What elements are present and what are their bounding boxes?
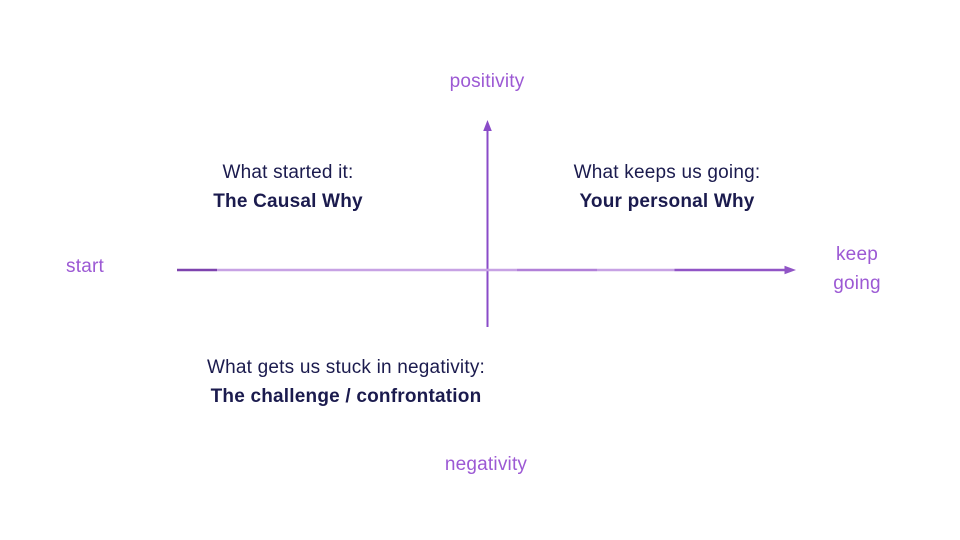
horizontal-axis (177, 265, 796, 275)
quadrant-bottom-left-answer: The challenge / confrontation (210, 386, 482, 407)
axis-label-keep-going: keep going (833, 240, 881, 298)
axis-label-keep-going-line2: going (833, 273, 881, 294)
quadrant-top-left: What started it: The Causal Why (213, 158, 363, 216)
quadrant-top-left-answer: The Causal Why (213, 191, 363, 212)
quadrant-top-left-question: What started it: (222, 162, 354, 183)
quadrant-top-right: What keeps us going: Your personal Why (574, 158, 761, 216)
quadrant-bottom-left: What gets us stuck in negativity: The ch… (207, 353, 485, 411)
vertical-axis (483, 120, 492, 327)
quadrant-bottom-left-question: What gets us stuck in negativity: (207, 357, 485, 378)
axis-label-keep-going-line1: keep (835, 244, 878, 265)
quadrant-top-right-question: What keeps us going: (573, 162, 761, 183)
right-arrow-icon (784, 265, 796, 275)
axis-label-start: start (66, 256, 104, 277)
quadrant-top-right-answer: Your personal Why (579, 191, 755, 212)
axis-label-positivity: positivity (449, 71, 525, 92)
axis-label-negativity: negativity (444, 454, 528, 475)
up-arrow-icon (483, 120, 492, 131)
